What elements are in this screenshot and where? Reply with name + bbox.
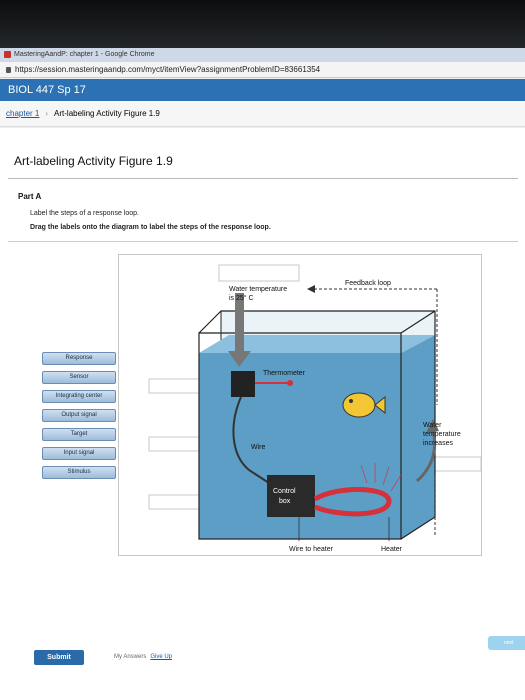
course-header: BIOL 447 Sp 17 [0,79,525,101]
address-bar[interactable]: https://session.masteringaandp.com/myct/… [0,62,525,78]
label-response[interactable]: Response [42,352,116,365]
divider [8,178,518,179]
water-temp-increases-line1: Water [423,422,442,429]
water-temp-increases-line2: temperature [423,431,461,438]
fish-icon [342,392,376,418]
url-text[interactable]: https://session.masteringaandp.com/myct/… [15,65,321,74]
heater-icon [313,487,392,517]
thermometer-icon [231,371,255,397]
give-up-link[interactable]: Give Up [150,654,173,660]
my-answers-link[interactable]: My Answers [114,654,147,660]
label-input-signal[interactable]: Input signal [42,447,116,460]
label-integrating-center[interactable]: Integrating center [42,390,116,403]
feedback-loop-label: Feedback loop [345,280,391,287]
part-heading: Part A [18,192,42,201]
lock-icon [6,66,11,73]
browser-window: MasteringAandP: chapter 1 - Google Chrom… [0,48,525,700]
arrow-left-icon [307,285,315,293]
window-title: MasteringAandP: chapter 1 - Google Chrom… [14,51,155,58]
label-sensor[interactable]: Sensor [42,371,116,384]
water-temp-line2: is 25° C [229,294,254,302]
label-output-signal[interactable]: Output signal [42,409,116,422]
water-temp-increases-line3: increases [423,440,453,447]
label-target[interactable]: Target [42,428,116,441]
instruction-text: Label the steps of a response loop. [30,210,139,217]
drag-instruction-text: Drag the labels onto the diagram to labe… [30,224,271,231]
submit-button[interactable]: Submit [34,650,84,665]
drop-target-1[interactable] [218,264,300,282]
chevron-right-icon: › [45,109,49,118]
breadcrumb-current: Art-labeling Activity Figure 1.9 [54,109,160,118]
draggable-labels-panel: Response Sensor Integrating center Outpu… [42,352,116,485]
label-stimulus[interactable]: Stimulus [42,466,116,479]
mastering-favicon-icon [4,50,11,58]
course-title: BIOL 447 Sp 17 [8,84,86,96]
wire-label: Wire [251,444,265,451]
wire-to-heater-label: Wire to heater [289,546,334,553]
main-content: Art-labeling Activity Figure 1.9 Part A … [0,128,525,700]
thermometer-label: Thermometer [263,370,306,377]
diagram-area: Water temperature is 25° C Feedback loop… [118,254,482,556]
control-box-label-line2: box [279,498,291,505]
control-box-icon [267,475,315,517]
page-title: Art-labeling Activity Figure 1.9 [14,154,173,168]
breadcrumb: chapter 1 › Art-labeling Activity Figure 1… [0,101,525,127]
divider [8,241,518,242]
next-button[interactable]: next [488,636,525,650]
water-temp-line1: Water temperature [229,286,287,293]
window-title-bar: MasteringAandP: chapter 1 - Google Chrom… [0,48,525,62]
wire-icon [232,396,270,484]
monitor-bezel [0,0,525,52]
heater-label: Heater [381,546,403,553]
aquarium-diagram: Water temperature is 25° C Feedback loop… [148,264,482,553]
control-box-label-line1: Control [273,488,296,495]
breadcrumb-chapter-link[interactable]: chapter 1 [6,109,40,118]
